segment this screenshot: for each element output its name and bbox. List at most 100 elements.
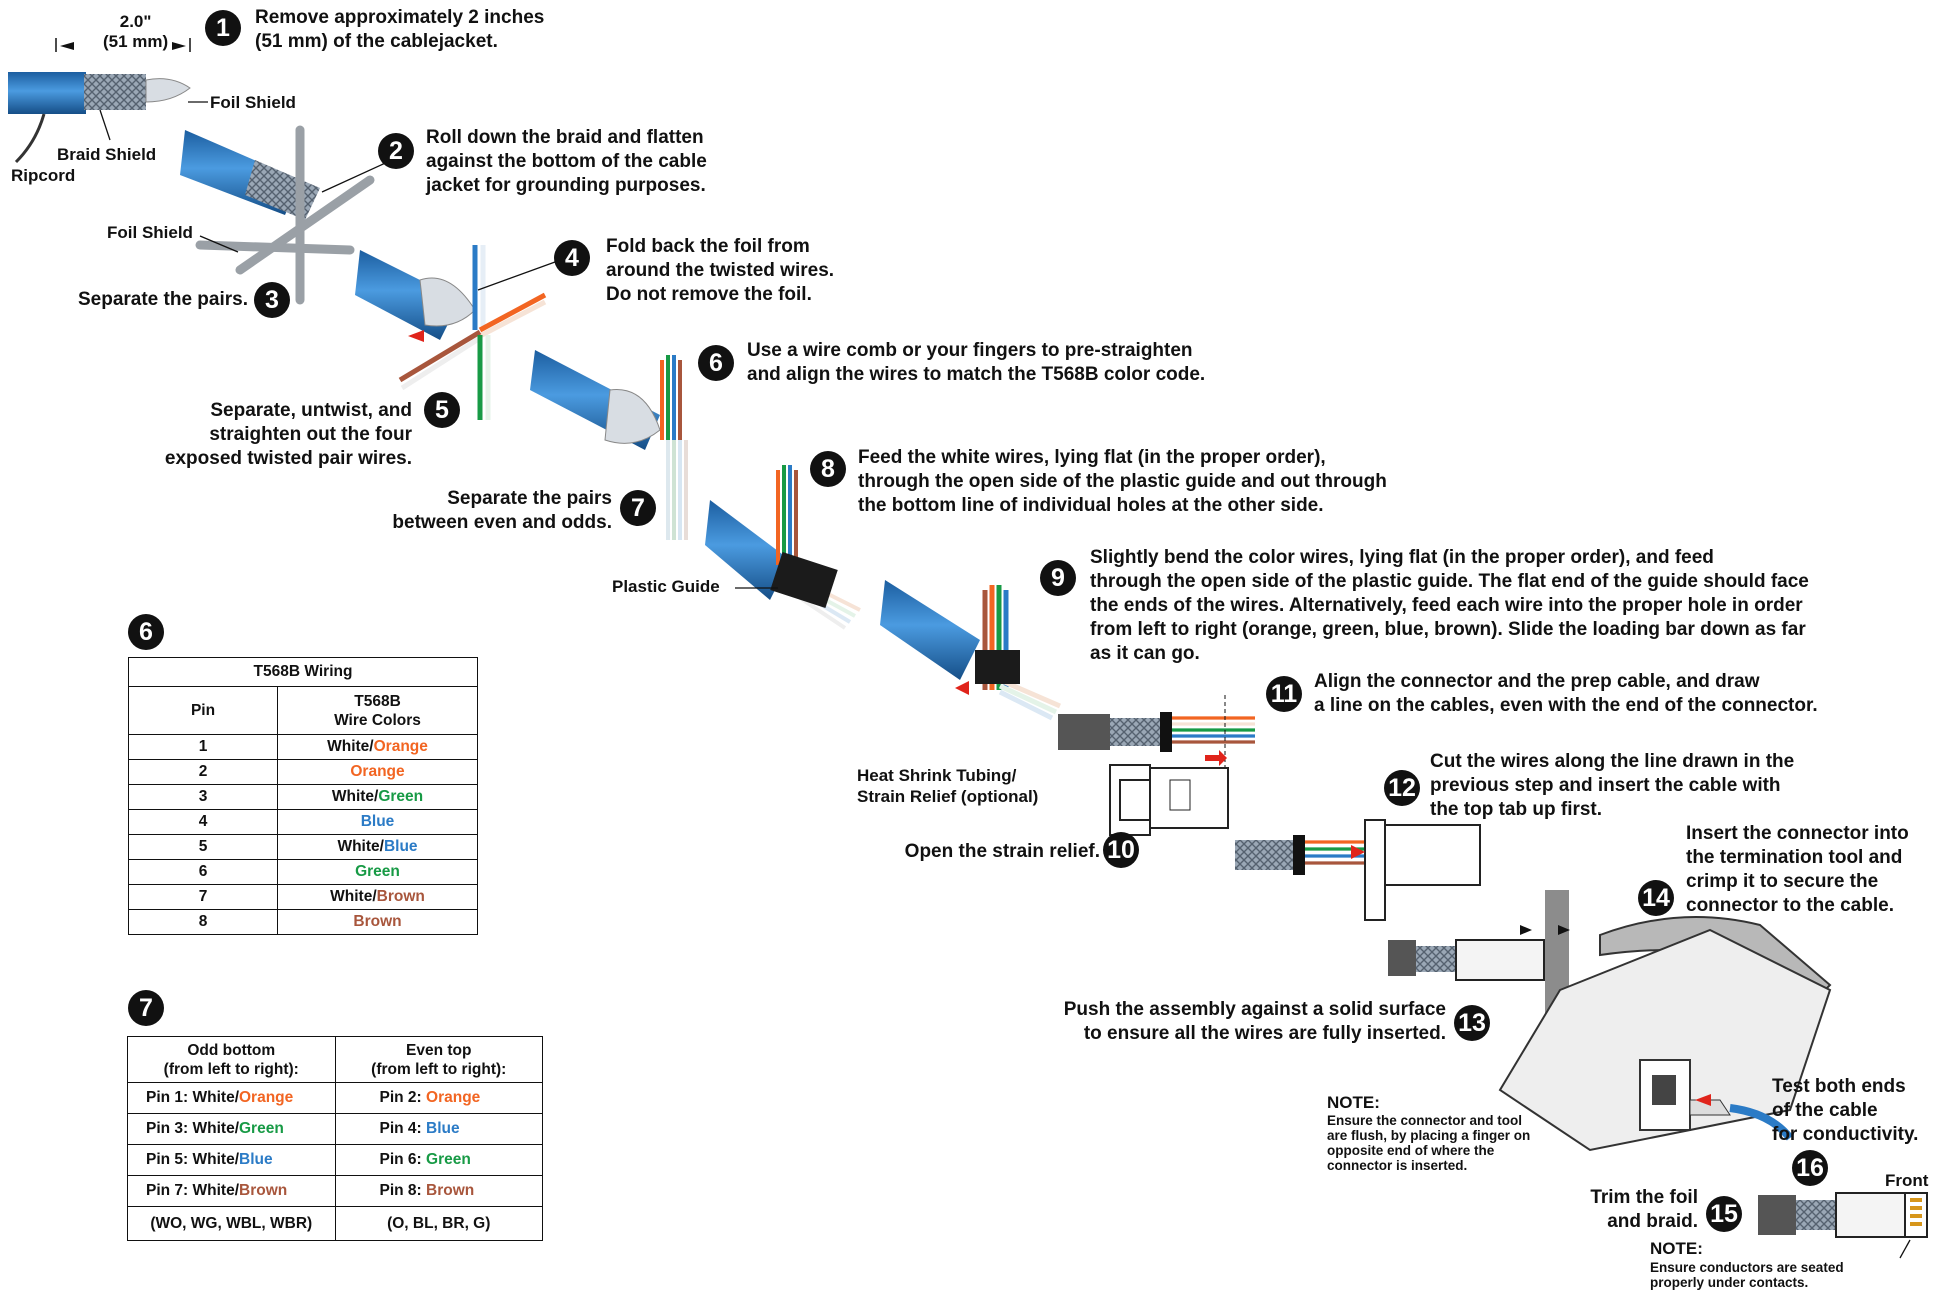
- odd-pin-prefix: Pin 5: White/: [146, 1151, 239, 1168]
- even-cell: Pin 6: Green: [334, 1144, 543, 1176]
- step-13-badge: 13: [1454, 1005, 1490, 1041]
- step-3-badge: 3: [254, 282, 290, 318]
- step-5-badge: 5: [424, 392, 460, 428]
- color-cell: Orange: [277, 759, 478, 785]
- note-1-text: Ensure the connector and tool are flush,…: [1327, 1113, 1531, 1173]
- step-10-text: Open the strain relief.: [904, 841, 1100, 862]
- wiring-table-title: T568B Wiring: [128, 657, 478, 687]
- even-pin-prefix: Pin 2:: [379, 1089, 427, 1106]
- pin-number: 4: [198, 813, 208, 830]
- note-2-text: Ensure conductors are seated properly un…: [1650, 1260, 1844, 1290]
- wire-color: Green: [378, 788, 424, 805]
- odd-pin-color: Brown: [239, 1182, 288, 1199]
- color-cell: White/Blue: [277, 834, 478, 860]
- odd-cell: Pin 5: White/Blue: [127, 1144, 336, 1176]
- pin-cell: 4: [128, 809, 278, 835]
- step12-cable: [1235, 819, 1481, 921]
- step8-cable: [705, 465, 861, 630]
- step-15-badge: 15: [1706, 1196, 1742, 1232]
- even-pin-prefix: Pin 4:: [379, 1120, 427, 1137]
- wiring-col-colors: T568B Wire Colors: [277, 686, 478, 735]
- wire-color: Green: [355, 863, 400, 880]
- step-15-text: Trim the foil and braid.: [1590, 1187, 1698, 1232]
- step-6-text: Use a wire comb or your fingers to pre-s…: [747, 340, 1206, 385]
- odd-pin-color: Green: [239, 1120, 284, 1137]
- front-label: Front: [1885, 1171, 1929, 1190]
- wire-color: Blue: [383, 838, 418, 855]
- pin-cell: 2: [128, 759, 278, 785]
- wire-color-prefix: White/: [327, 738, 374, 755]
- braid-shield-label: Braid Shield: [57, 145, 157, 164]
- step-5-text: Separate, untwist, and straighten out th…: [164, 400, 412, 469]
- even-pin-prefix: Pin 6:: [379, 1151, 427, 1168]
- step-14-text: Insert the connector into the terminatio…: [1686, 823, 1909, 916]
- pin-cell: 1: [128, 734, 278, 760]
- step-11-badge: 11: [1266, 676, 1302, 712]
- wiring-col-pin: Pin: [128, 686, 278, 735]
- step-4-badge: 4: [554, 240, 590, 276]
- wire-color: Brown: [353, 913, 402, 930]
- step-16-badge: 16: [1792, 1150, 1828, 1186]
- table-row: 6 Green: [128, 859, 478, 885]
- odd-header: Odd bottom (from left to right):: [127, 1036, 336, 1083]
- pin-cell: 5: [128, 834, 278, 860]
- even-pin-color: Blue: [426, 1120, 460, 1137]
- table-row: 8 Brown: [128, 909, 478, 935]
- wire-color-prefix: White/: [337, 838, 384, 855]
- wire-color: Brown: [376, 888, 425, 905]
- note-1-title: NOTE:: [1327, 1093, 1380, 1112]
- pin-number: 1: [198, 738, 208, 755]
- odd-pin-color: Blue: [239, 1151, 273, 1168]
- pin-cell: 6: [128, 859, 278, 885]
- step-12-text: Cut the wires along the line drawn in th…: [1430, 751, 1795, 820]
- step9-cable: [880, 580, 1061, 721]
- note-2-title: NOTE:: [1650, 1239, 1703, 1258]
- pin-number: 3: [198, 788, 208, 805]
- step-13-text: Push the assembly against a solid surfac…: [1063, 999, 1446, 1044]
- step-10-badge: 10: [1103, 832, 1139, 868]
- pin-number: 7: [198, 888, 208, 905]
- dimension-label: 2.0" (51 mm): [103, 12, 169, 51]
- color-cell: White/Orange: [277, 734, 478, 760]
- table-row: 1 White/Orange: [128, 734, 478, 760]
- even-cell: Pin 2: Orange: [334, 1082, 543, 1114]
- odd-pin-prefix: Pin 7: White/: [146, 1182, 239, 1199]
- step-9-badge: 9: [1040, 560, 1076, 596]
- table-row: 7 White/Brown: [128, 884, 478, 910]
- even-footer: (O, BL, BR, G): [334, 1206, 543, 1241]
- odd-cell: Pin 1: White/Orange: [127, 1082, 336, 1114]
- even-cell: Pin 4: Blue: [334, 1113, 543, 1145]
- step-1-text: Remove approximately 2 inches (51 mm) of…: [255, 7, 545, 52]
- foil-shield-label-2: Foil Shield: [107, 223, 193, 242]
- pairs-table-badge: 7: [128, 990, 164, 1026]
- pin-number: 2: [198, 763, 208, 780]
- ripcord-label: Ripcord: [11, 166, 76, 185]
- even-pin-prefix: Pin 8:: [379, 1182, 427, 1199]
- pin-number: 5: [198, 838, 208, 855]
- step-6-badge: 6: [698, 345, 734, 381]
- step-16-text: Test both ends of the cable for conducti…: [1772, 1076, 1919, 1145]
- step2-cable: [180, 125, 406, 305]
- odd-pin-prefix: Pin 1: White/: [146, 1089, 239, 1106]
- pin-cell: 3: [128, 784, 278, 810]
- odd-cell: Pin 3: White/Green: [127, 1113, 336, 1145]
- even-pin-color: Green: [426, 1151, 471, 1168]
- step1-cable: [8, 38, 208, 164]
- termination-tool: [1498, 916, 1832, 1152]
- step-2-badge: 2: [378, 133, 414, 169]
- step-3-text: Separate the pairs.: [77, 289, 248, 310]
- pin-cell: 7: [128, 884, 278, 910]
- color-cell: Brown: [277, 909, 478, 935]
- pin-number: 6: [198, 863, 208, 880]
- wire-color-prefix: White/: [330, 888, 377, 905]
- pin-cell: 8: [128, 909, 278, 935]
- even-header: Even top (from left to right):: [334, 1036, 543, 1083]
- step6-cable: [530, 350, 688, 540]
- heat-shrink-label: Heat Shrink Tubing/ Strain Relief (optio…: [857, 766, 1039, 806]
- step-11-text: Align the connector and the prep cable, …: [1314, 671, 1818, 716]
